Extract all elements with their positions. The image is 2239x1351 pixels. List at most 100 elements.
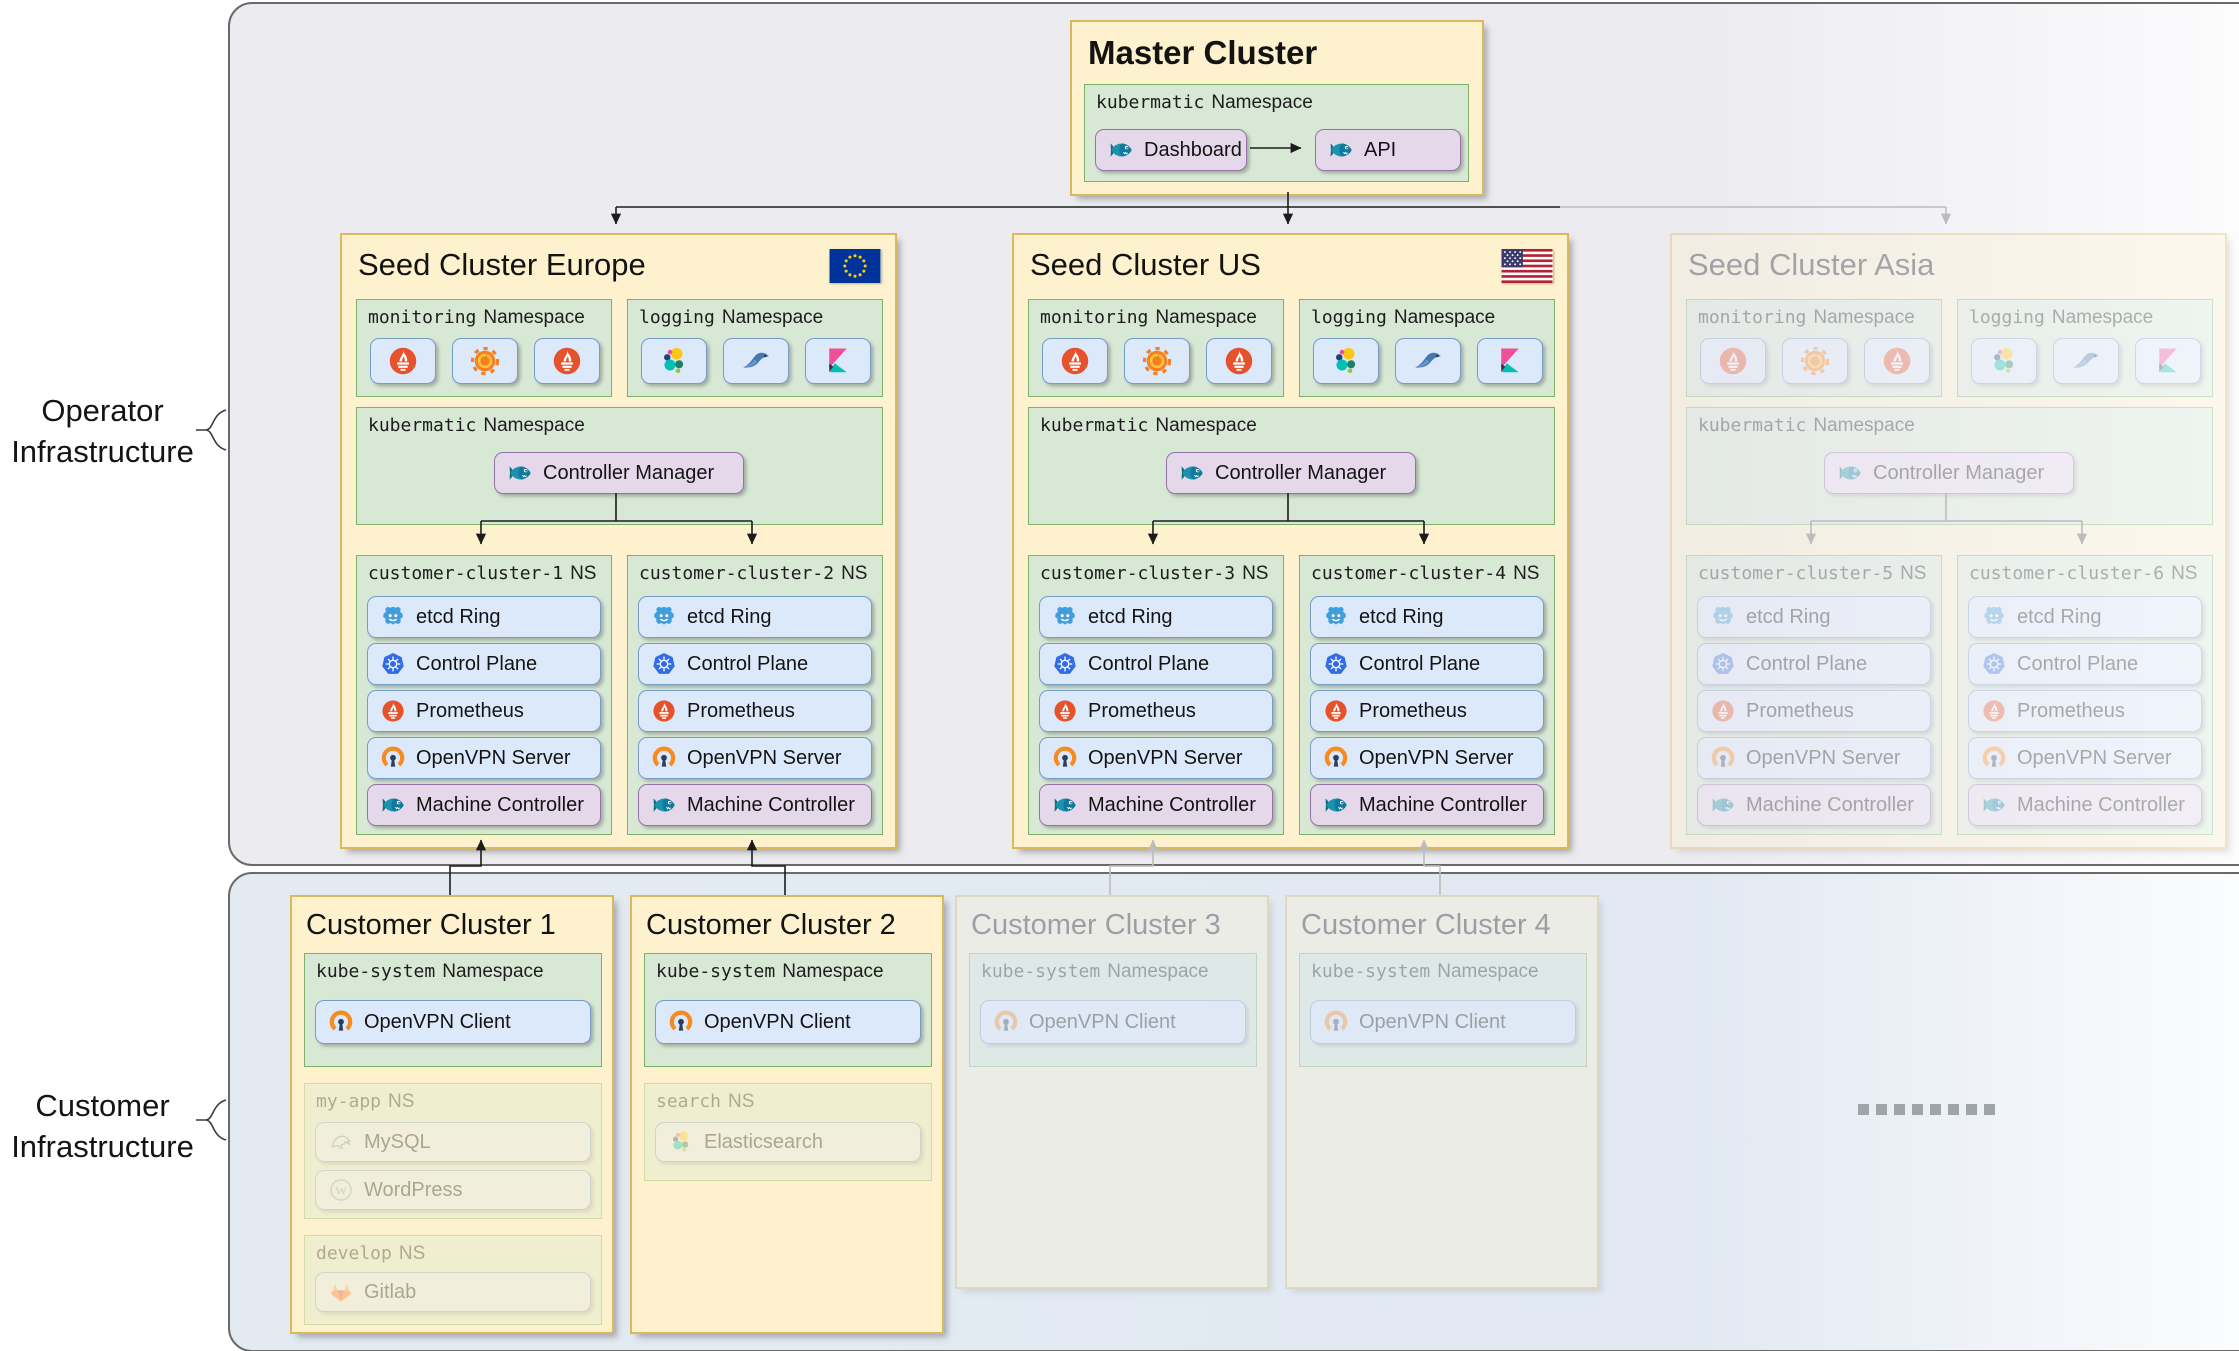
prometheus-tile xyxy=(1042,338,1108,384)
kibana-tile xyxy=(2135,338,2201,384)
svg-text:W: W xyxy=(335,1183,347,1197)
machine-controller-node: Machine Controller xyxy=(1697,784,1931,826)
operator-infrastructure-label: Operator Infrastructure xyxy=(11,393,194,469)
grafana-icon xyxy=(470,346,500,376)
fluentd-icon xyxy=(1413,346,1443,376)
openvpn-icon xyxy=(1982,746,2006,770)
openvpn-client-node: OpenVPN Client xyxy=(655,1000,921,1044)
kubernetes-icon xyxy=(381,652,405,676)
customer-cluster-title: Customer Cluster 3 xyxy=(971,909,1221,941)
prometheus-icon xyxy=(1324,699,1348,723)
kubernetes-icon xyxy=(652,652,676,676)
kubermatic-icon xyxy=(1109,138,1133,162)
etcd-ring-node: etcd Ring xyxy=(1310,596,1544,638)
kibana-icon xyxy=(823,346,853,376)
kubermatic-icon xyxy=(652,793,676,817)
openvpn-server-node: OpenVPN Server xyxy=(638,737,872,779)
openvpn-icon xyxy=(652,746,676,770)
elasticsearch-icon xyxy=(659,346,689,376)
prometheus-tile xyxy=(1700,338,1766,384)
etcd-ring-node: etcd Ring xyxy=(1968,596,2202,638)
grafana-icon xyxy=(1800,346,1830,376)
kibana-icon xyxy=(2153,346,2183,376)
more-clusters-ellipsis xyxy=(1858,1104,1995,1115)
kubernetes-icon xyxy=(1324,652,1348,676)
etcd-ring-node: etcd Ring xyxy=(1697,596,1931,638)
control-plane-node: Control Plane xyxy=(1968,643,2202,685)
etcd-ring-node: etcd Ring xyxy=(1039,596,1273,638)
kibana-icon xyxy=(1495,346,1525,376)
prometheus-tile xyxy=(1864,338,1930,384)
kubermatic-icon xyxy=(1982,793,2006,817)
etcd-ring-node: etcd Ring xyxy=(367,596,601,638)
etcd-icon xyxy=(1711,605,1735,629)
wordpress-icon: W xyxy=(329,1178,353,1202)
mysql-node: MySQL xyxy=(315,1122,591,1162)
openvpn-server-node: OpenVPN Server xyxy=(1697,737,1931,779)
openvpn-client-node: OpenVPN Client xyxy=(1310,1000,1576,1044)
etcd-icon xyxy=(1982,605,2006,629)
gitlab-node: Gitlab xyxy=(315,1272,591,1312)
machine-controller-node: Machine Controller xyxy=(367,784,601,826)
etcd-icon xyxy=(1324,605,1348,629)
prometheus-node: Prometheus xyxy=(367,690,601,732)
openvpn-icon xyxy=(329,1010,353,1034)
control-plane-node: Control Plane xyxy=(638,643,872,685)
openvpn-icon xyxy=(1324,1010,1348,1034)
customer-cluster-title: Customer Cluster 4 xyxy=(1301,909,1551,941)
elasticsearch-node: Elasticsearch xyxy=(655,1122,921,1162)
kubernetes-icon xyxy=(1711,652,1735,676)
api-node: API xyxy=(1315,129,1461,171)
prometheus-tile xyxy=(370,338,436,384)
openvpn-client-node: OpenVPN Client xyxy=(315,1000,591,1044)
fluentd-tile xyxy=(2053,338,2119,384)
master-cluster-title: Master Cluster xyxy=(1088,34,1318,71)
kibana-tile xyxy=(1477,338,1543,384)
prometheus-icon xyxy=(381,699,405,723)
openvpn-icon xyxy=(669,1010,693,1034)
us-flag-icon xyxy=(1501,249,1553,283)
prometheus-node: Prometheus xyxy=(1697,690,1931,732)
prometheus-icon xyxy=(1718,346,1748,376)
grafana-tile xyxy=(1124,338,1190,384)
kubermatic-icon xyxy=(381,793,405,817)
prometheus-icon xyxy=(1224,346,1254,376)
openvpn-server-node: OpenVPN Server xyxy=(1968,737,2202,779)
prometheus-icon xyxy=(1882,346,1912,376)
dashboard-node: Dashboard xyxy=(1095,129,1247,171)
openvpn-icon xyxy=(381,746,405,770)
prometheus-icon xyxy=(1060,346,1090,376)
elasticsearch-tile xyxy=(1313,338,1379,384)
seed-cluster-title: Seed Cluster US xyxy=(1030,247,1261,282)
machine-controller-node: Machine Controller xyxy=(1039,784,1273,826)
customer-brace-connector xyxy=(196,1099,227,1141)
prometheus-node: Prometheus xyxy=(1039,690,1273,732)
openvpn-icon xyxy=(1324,746,1348,770)
controller-manager-node: Controller Manager xyxy=(1824,452,2074,494)
prometheus-icon xyxy=(552,346,582,376)
eu-flag-icon xyxy=(829,249,881,283)
mysql-icon xyxy=(329,1130,353,1154)
kubermatic-icon xyxy=(1838,461,1862,485)
fluentd-icon xyxy=(2071,346,2101,376)
gitlab-icon xyxy=(329,1280,353,1304)
